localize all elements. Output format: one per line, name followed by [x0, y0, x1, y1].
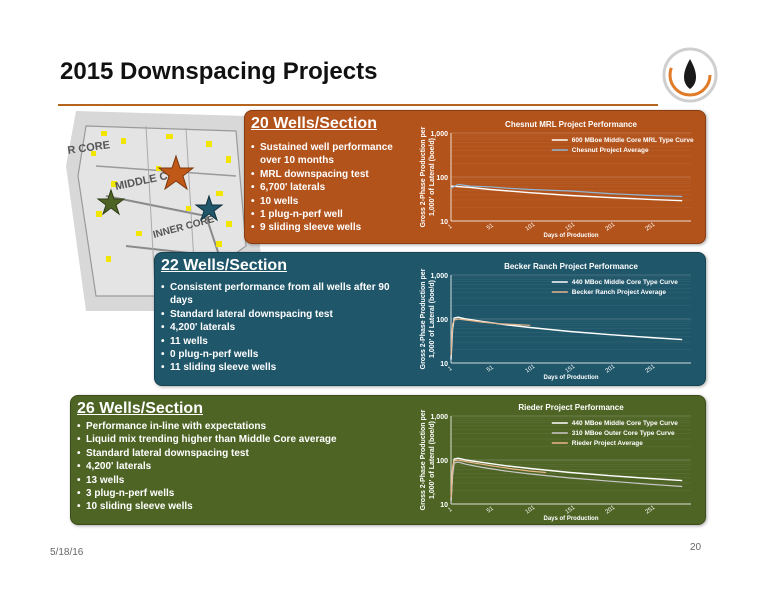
x-tick-label: 1: [447, 506, 454, 513]
y-tick-label: 10: [440, 219, 448, 226]
bullet-list: Sustained well performance over 10 month…: [251, 141, 401, 235]
series-line: [450, 459, 547, 498]
legend-label: Rieder Project Average: [572, 440, 643, 447]
y-tick-label: 10: [440, 361, 448, 368]
y-tick-label: 1,000: [430, 131, 448, 138]
page-number: 20: [690, 542, 702, 553]
company-logo-icon: [662, 47, 718, 103]
y-tick-label: 1,000: [430, 273, 448, 280]
map-star-orange: [157, 154, 195, 191]
legend-label: Chesnut Project Average: [572, 147, 649, 154]
bullet-item: 11 sliding sleeve wells: [161, 361, 401, 375]
chart-chesnut: Chesnut MRL Project Performance 10 100 1,00…: [420, 120, 694, 239]
bullet-item: 9 sliding sleeve wells: [251, 221, 401, 235]
map-star-blue: [194, 194, 224, 222]
panel-22-wells: 22 Wells/Section Consistent performance …: [154, 252, 706, 386]
map-star-green: [96, 188, 126, 216]
y-tick-label: 10: [440, 502, 448, 509]
bullet-item: 4,200' laterals: [161, 321, 401, 335]
bullet-item: 6,700' laterals: [251, 181, 401, 195]
x-tick-label: 151: [565, 221, 577, 232]
x-tick-label: 151: [565, 504, 577, 515]
series-line: [450, 185, 683, 202]
series-line: [450, 318, 531, 356]
chart-title: Becker Ranch Project Performance: [504, 262, 638, 271]
y-tick-label: 100: [436, 458, 448, 465]
bullet-list: Consistent performance from all wells af…: [161, 281, 401, 375]
x-tick-label: 251: [645, 504, 657, 515]
bullet-item: 10 sliding sleeve wells: [77, 500, 407, 514]
x-tick-label: 151: [565, 363, 577, 374]
panel-title: 20 Wells/Section: [251, 115, 377, 132]
x-tick-label: 251: [645, 363, 657, 374]
y-tick-label: 1,000: [430, 414, 448, 421]
bullet-item: 4,200' laterals: [77, 460, 407, 474]
series-line: [450, 461, 683, 505]
bullet-item: MRL downspacing test: [251, 168, 401, 182]
bullet-item: Liquid mix trending higher than Middle C…: [77, 433, 407, 447]
bullet-item: 10 wells: [251, 195, 401, 209]
x-tick-label: 51: [486, 222, 495, 231]
x-tick-label: 1: [447, 223, 454, 230]
bullet-item: 11 wells: [161, 335, 401, 349]
y-tick-label: 100: [436, 175, 448, 182]
bullet-item: 3 plug-n-perf wells: [77, 487, 407, 501]
bullet-item: 0 plug-n-perf wells: [161, 348, 401, 362]
x-tick-label: 101: [525, 504, 537, 515]
bullet-item: Consistent performance from all wells af…: [161, 281, 401, 308]
series-line: [450, 183, 683, 198]
x-tick-label: 201: [605, 363, 617, 374]
x-tick-label: 101: [525, 363, 537, 374]
x-axis-label: Days of Production: [543, 233, 598, 239]
series-line: [450, 316, 683, 360]
x-axis-label: Days of Production: [543, 375, 598, 381]
legend-label: 440 MBoc Middle Core Type Curve: [572, 279, 678, 286]
chart-title: Chesnut MRL Project Performance: [505, 120, 637, 129]
bullet-item: Performance in-line with expectations: [77, 420, 407, 434]
chart-becker-ranch: Becker Ranch Project Performance 10 100 1,0…: [420, 262, 691, 381]
x-tick-label: 251: [645, 221, 657, 232]
legend-label: 600 MBoe Middle Core MRL Type Curve: [572, 137, 694, 144]
slide-title: 2015 Downspacing Projects: [60, 58, 378, 85]
title-divider: [58, 104, 658, 106]
panel-20-wells: 20 Wells/Section Sustained well performa…: [244, 110, 706, 244]
bullet-item: Standard lateral downspacing test: [161, 308, 401, 322]
panel-title: 22 Wells/Section: [161, 257, 287, 274]
legend-label: 310 MBoe Outer Core Type Curve: [572, 430, 675, 437]
legend-label: Becker Ranch Project Average: [572, 289, 667, 296]
y-tick-label: 100: [436, 317, 448, 324]
x-tick-label: 1: [447, 365, 454, 372]
x-tick-label: 201: [605, 504, 617, 515]
x-tick-label: 101: [525, 221, 537, 232]
bullet-item: Standard lateral downspacing test: [77, 447, 407, 461]
x-axis-label: Days of Production: [543, 516, 598, 522]
x-tick-label: 201: [605, 221, 617, 232]
map-label-outer-core: R CORE: [67, 139, 111, 157]
chart-title: Rieder Project Performance: [518, 403, 624, 412]
panel-26-wells: 26 Wells/Section Performance in-line wit…: [70, 395, 706, 525]
bullet-item: Sustained well performance over 10 month…: [251, 141, 401, 168]
bullet-list: Performance in-line with expectations Li…: [77, 420, 407, 514]
bullet-item: 1 plug-n-perf well: [251, 208, 401, 222]
x-tick-label: 51: [486, 505, 495, 514]
bullet-item: 13 wells: [77, 474, 407, 488]
panel-title: 26 Wells/Section: [77, 400, 203, 417]
footer-date: 5/18/16: [50, 547, 84, 558]
legend-label: 440 MBoe Middle Core Type Curve: [572, 420, 678, 427]
x-tick-label: 51: [486, 364, 495, 373]
